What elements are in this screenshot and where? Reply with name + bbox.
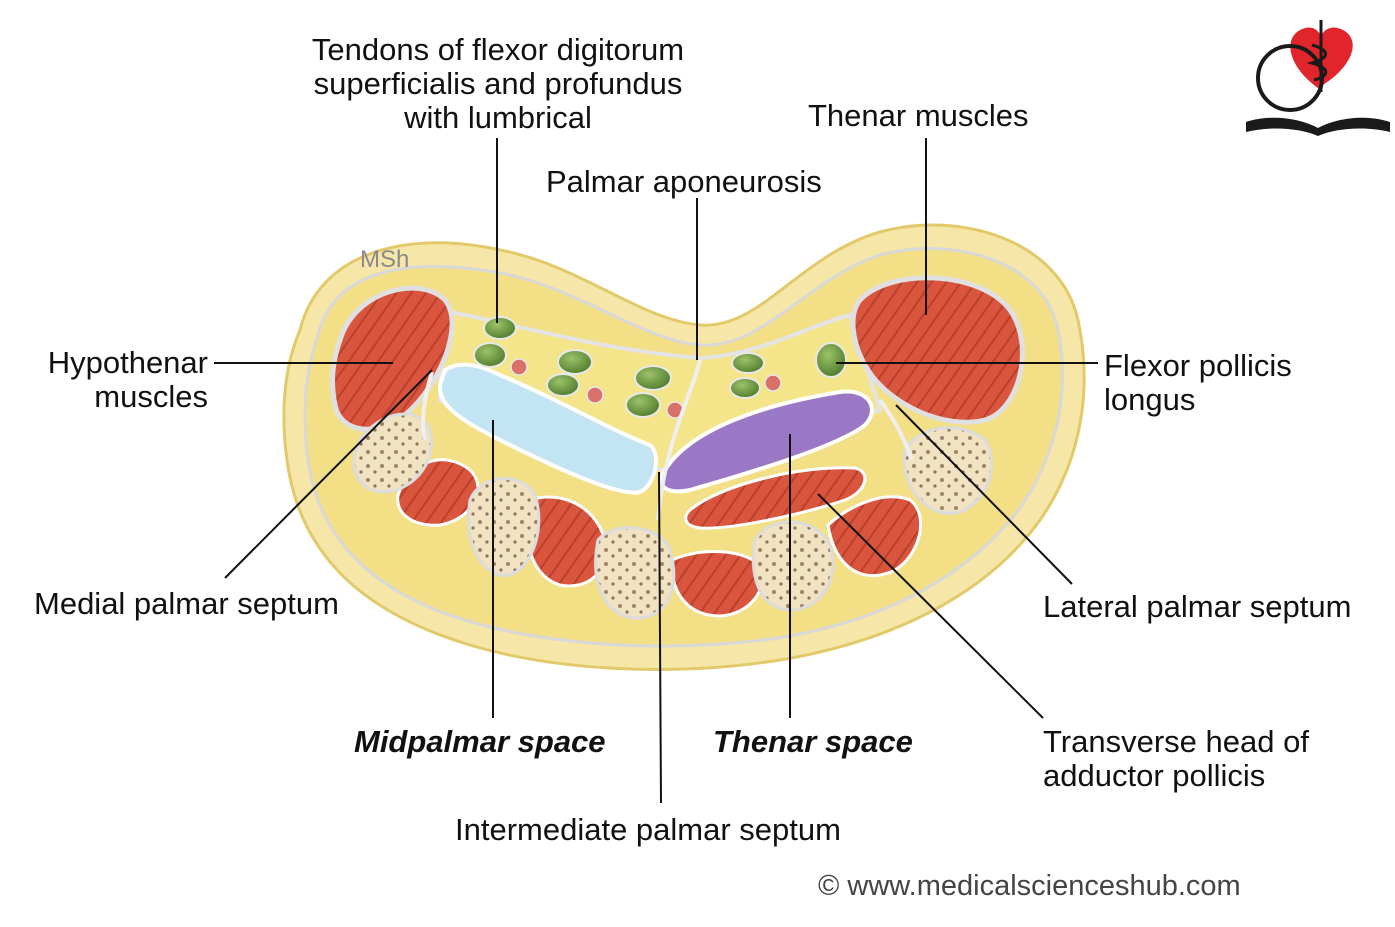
label-thenar-space: Thenar space [713, 724, 913, 759]
label-transverse-head: Transverse head of adductor pollicis [1043, 724, 1309, 793]
palmar-septa [421, 359, 914, 521]
label-midpalmar-space: Midpalmar space [354, 724, 606, 759]
label-palmar-aponeurosis: Palmar aponeurosis [546, 164, 822, 199]
label-thenar-muscles: Thenar muscles [808, 98, 1029, 133]
open-book-icon [1246, 117, 1390, 136]
thenar-muscles [850, 275, 1025, 425]
caduceus-icon [1306, 20, 1328, 92]
label-medial-palmar-septum: Medial palmar septum [34, 586, 339, 621]
label-flexor-pollicis-longus: Flexor pollicis longus [1104, 348, 1292, 417]
metacarpal-2 [751, 520, 835, 612]
medicalscienceshub-logo [1246, 20, 1390, 136]
label-tendons: Tendons of flexor digitorum superficiali… [311, 32, 685, 135]
lumbricals [510, 358, 782, 419]
midpalmar-space [437, 362, 659, 495]
flexor-tendons [473, 316, 847, 418]
metacarpal-4 [467, 477, 541, 577]
watermark: MSh [360, 246, 410, 273]
leader-lines [214, 138, 1098, 804]
label-hypothenar-muscles: Hypothenar muscles [47, 345, 208, 414]
label-intermediate-palmar-septum: Intermediate palmar septum [455, 812, 841, 847]
metacarpal-1 [902, 426, 994, 515]
flexor-pollicis-longus-tendon [815, 342, 847, 378]
metacarpal-3 [594, 526, 676, 620]
label-lateral-palmar-septum: Lateral palmar septum [1043, 589, 1352, 624]
copyright-notice: © www.medicalscienceshub.com [818, 870, 1241, 902]
metacarpal-bones [352, 412, 994, 620]
thenar-space [659, 389, 874, 494]
adductor-pollicis-transverse-head [684, 466, 867, 530]
metacarpal-5 [352, 412, 433, 494]
hypothenar-muscles [330, 285, 455, 432]
